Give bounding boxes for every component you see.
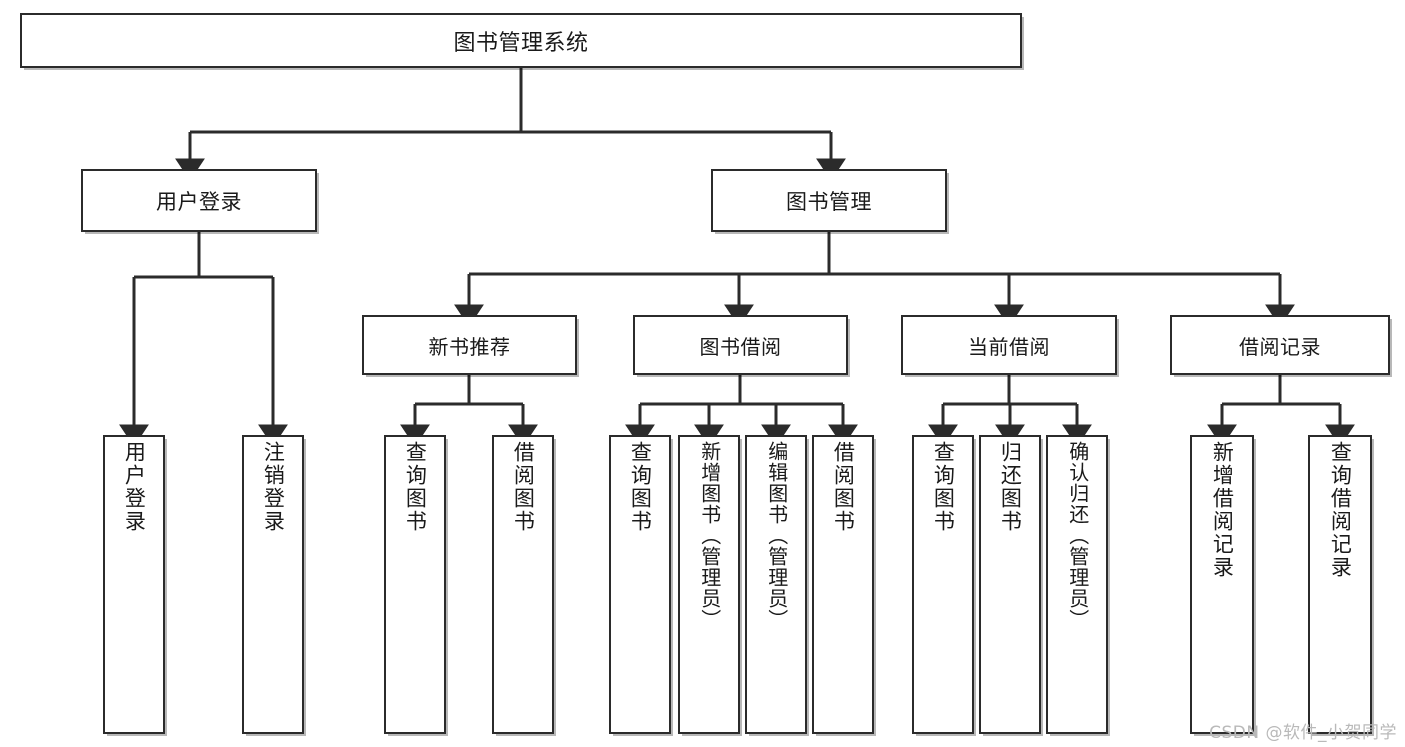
leaf-edit-book-admin[interactable]: 编辑图书（管理员） [745, 435, 807, 734]
leaf-add-borrow-record-label: 新增借阅记录 [1210, 441, 1235, 579]
leaf-return-book-label: 归还图书 [998, 441, 1023, 533]
node-borrow-record-label: 借阅记录 [1239, 334, 1321, 359]
leaf-logout[interactable]: 注销登录 [242, 435, 304, 734]
leaf-user-login-label: 用户登录 [122, 441, 147, 533]
leaf-query-book-recommend[interactable]: 查询图书 [384, 435, 446, 734]
leaf-query-book-borrow-label: 查询图书 [628, 441, 653, 533]
node-current-borrow[interactable]: 当前借阅 [901, 315, 1117, 375]
node-user-login-label: 用户登录 [156, 189, 242, 214]
leaf-logout-label: 注销登录 [261, 441, 286, 533]
node-book-management-label: 图书管理 [786, 189, 872, 214]
leaf-add-book-admin-label: 新增图书（管理员） [697, 441, 722, 630]
leaf-borrow-book-recommend-label: 借阅图书 [511, 441, 536, 533]
leaf-edit-book-admin-label: 编辑图书（管理员） [764, 441, 789, 630]
leaf-query-borrow-record-label: 查询借阅记录 [1328, 441, 1353, 579]
watermark-text: CSDN @软件_小贺同学 [1209, 723, 1397, 743]
node-user-login[interactable]: 用户登录 [81, 169, 317, 232]
leaf-query-borrow-record[interactable]: 查询借阅记录 [1308, 435, 1372, 734]
leaf-borrow-book-label: 借阅图书 [831, 441, 856, 533]
leaf-borrow-book[interactable]: 借阅图书 [812, 435, 874, 734]
node-book-borrow[interactable]: 图书借阅 [633, 315, 848, 375]
leaf-query-book-borrow[interactable]: 查询图书 [609, 435, 671, 734]
leaf-add-book-admin[interactable]: 新增图书（管理员） [678, 435, 740, 734]
leaf-query-book-current-label: 查询图书 [931, 441, 956, 533]
leaf-confirm-return-admin[interactable]: 确认归还（管理员） [1046, 435, 1108, 734]
leaf-confirm-return-admin-label: 确认归还（管理员） [1065, 441, 1090, 630]
leaf-return-book[interactable]: 归还图书 [979, 435, 1041, 734]
leaf-user-login[interactable]: 用户登录 [103, 435, 165, 734]
leaf-query-book-current[interactable]: 查询图书 [912, 435, 974, 734]
node-book-borrow-label: 图书借阅 [699, 334, 782, 359]
leaf-query-book-recommend-label: 查询图书 [403, 441, 428, 533]
node-book-management[interactable]: 图书管理 [711, 169, 947, 232]
node-new-book-recommend[interactable]: 新书推荐 [362, 315, 577, 375]
node-new-book-recommend-label: 新书推荐 [428, 334, 511, 359]
node-borrow-record[interactable]: 借阅记录 [1170, 315, 1390, 375]
node-current-borrow-label: 当前借阅 [968, 334, 1050, 359]
leaf-borrow-book-recommend[interactable]: 借阅图书 [492, 435, 554, 734]
node-root[interactable]: 图书管理系统 [20, 13, 1022, 68]
node-root-label: 图书管理系统 [453, 30, 589, 56]
leaf-add-borrow-record[interactable]: 新增借阅记录 [1190, 435, 1254, 734]
